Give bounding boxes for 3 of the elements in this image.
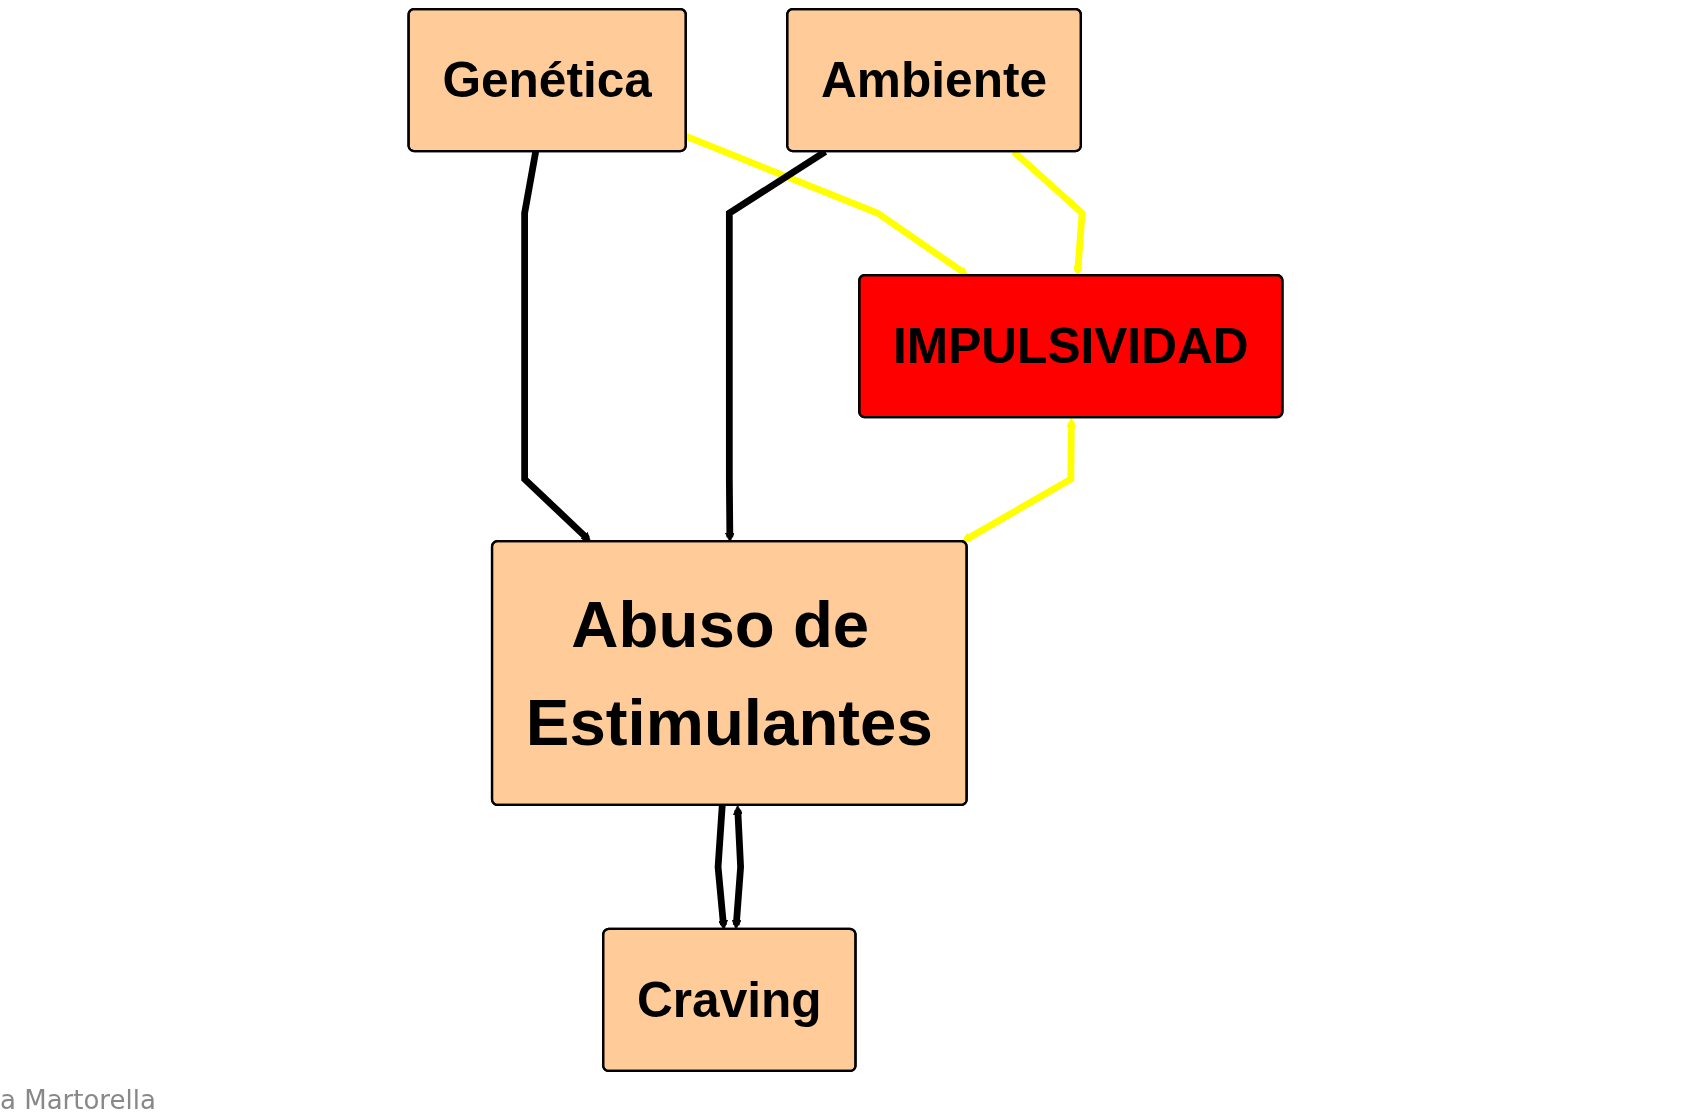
- author-credit: a Martorella: [0, 1085, 156, 1115]
- arrow: [961, 417, 1077, 543]
- arrow: [1011, 149, 1086, 277]
